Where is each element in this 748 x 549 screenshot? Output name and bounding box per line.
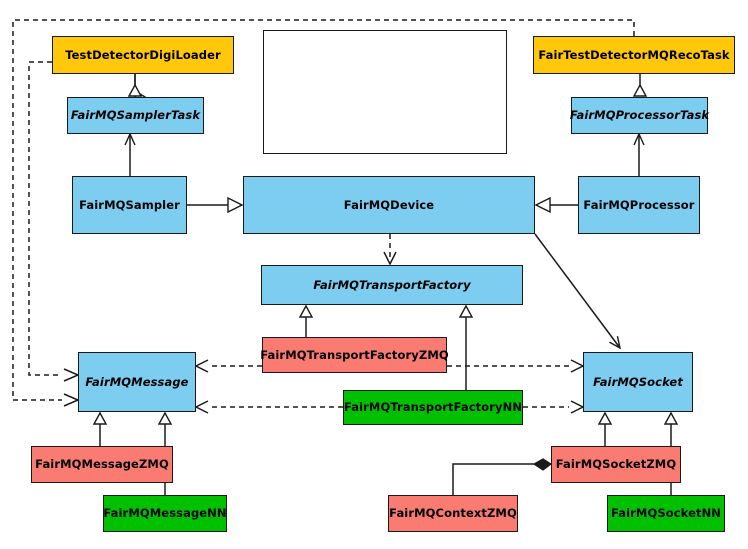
edge-digiloader-samplertask-head xyxy=(127,74,143,97)
edge-tfnn-transportfactory xyxy=(458,304,474,390)
class-node-fairmqsocketzmq[interactable]: FairMQSocketZMQ xyxy=(551,446,681,483)
class-node-fairmqmessage[interactable]: FairMQMessage xyxy=(78,352,196,412)
edge-processor-device xyxy=(534,196,578,214)
class-label: FairMQSamplerTask xyxy=(70,108,201,123)
class-label: FairMQMessageNN xyxy=(103,506,227,521)
edge-tfnn-message xyxy=(194,400,343,414)
class-label: FairTestDetectorMQRecoTask xyxy=(538,47,730,62)
class-label: FairMQMessageZMQ xyxy=(35,457,169,472)
class-node-fairmqtransportfactorynn[interactable]: FairMQTransportFactoryNN xyxy=(343,390,523,425)
class-label: FairMQContextZMQ xyxy=(389,506,517,521)
edge-recotask-processortask xyxy=(632,74,648,97)
edge-sampler-device xyxy=(187,196,244,214)
legend xyxy=(263,30,507,154)
class-node-fairmqtransportfactoryzmq[interactable]: FairMQTransportFactoryZMQ xyxy=(260,337,449,373)
class-label: FairMQSocketZMQ xyxy=(555,457,677,472)
class-label: FairMQTransportFactoryNN xyxy=(343,400,523,415)
class-node-fairmqsocketnn[interactable]: FairMQSocketNN xyxy=(607,495,725,532)
class-label: FairMQProcessorTask xyxy=(569,108,710,123)
class-node-fairmqtransportfactory[interactable]: FairMQTransportFactory xyxy=(261,265,523,305)
class-node-fairmqsamplertask[interactable]: FairMQSamplerTask xyxy=(67,97,204,134)
class-label: FairMQSocketNN xyxy=(610,506,722,521)
class-node-fairmqprocessor[interactable]: FairMQProcessor xyxy=(578,176,700,234)
class-label: FairMQTransportFactoryZMQ xyxy=(260,347,449,362)
class-label: FairMQMessage xyxy=(85,374,189,389)
class-node-fairtestdetectormqrecotask[interactable]: FairTestDetectorMQRecoTask xyxy=(533,36,735,74)
edge-tfnn-socket xyxy=(523,400,585,414)
class-node-fairmqmessagezmq[interactable]: FairMQMessageZMQ xyxy=(31,446,173,483)
edge-device-socket xyxy=(534,233,622,350)
edge-device-transportfactory xyxy=(383,234,397,266)
class-node-fairmqdevice[interactable]: FairMQDevice xyxy=(243,176,535,234)
class-label: FairMQSocket xyxy=(593,374,683,389)
class-node-fairmqcontextzmq[interactable]: FairMQContextZMQ xyxy=(388,495,518,532)
class-node-fairmqsocket[interactable]: FairMQSocket xyxy=(583,352,693,412)
edge-contextzmq-socketzmq xyxy=(452,458,553,495)
class-label: TestDetectorDigiLoader xyxy=(65,47,221,62)
edge-messagezmq-message xyxy=(92,411,108,446)
class-label: FairMQTransportFactory xyxy=(313,277,471,292)
class-node-fairmqprocessortask[interactable]: FairMQProcessorTask xyxy=(569,97,710,134)
class-node-testdetectordigiloader[interactable]: TestDetectorDigiLoader xyxy=(52,36,234,74)
edge-tfzmq-message xyxy=(194,359,262,373)
edge-tfzmq-socket xyxy=(447,359,585,373)
class-node-fairmqsampler[interactable]: FairMQSampler xyxy=(72,176,187,234)
class-label: FairMQProcessor xyxy=(583,197,695,212)
class-label: FairMQDevice xyxy=(343,197,435,212)
edge-tfzmq-transportfactory xyxy=(298,304,314,337)
class-label: FairMQSampler xyxy=(79,197,180,212)
edge-socketzmq-socket xyxy=(597,411,613,446)
class-node-fairmqmessagenn[interactable]: FairMQMessageNN xyxy=(103,495,227,532)
